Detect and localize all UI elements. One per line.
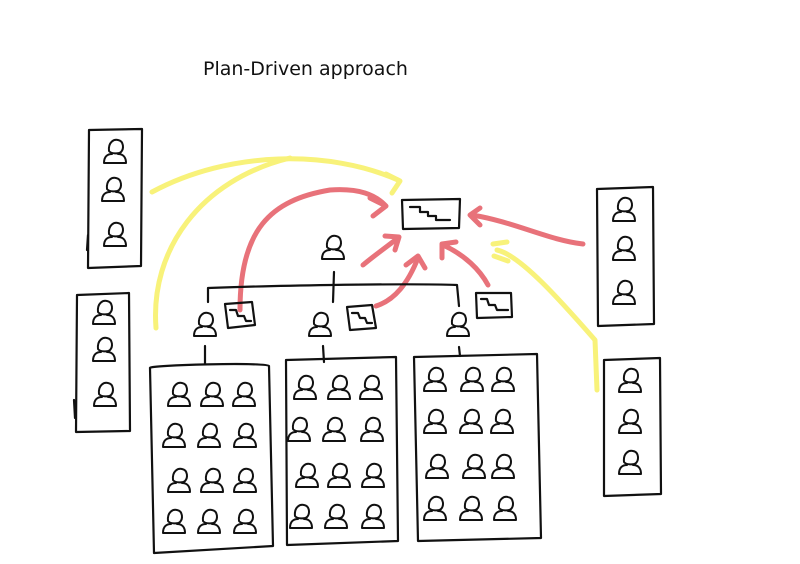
person-icon	[233, 422, 257, 448]
yellow-arrow	[494, 247, 600, 393]
red-arrow	[237, 187, 388, 313]
person-icon	[327, 374, 351, 400]
person-icon	[92, 299, 116, 325]
person-icon	[618, 408, 642, 434]
person-icon	[618, 449, 642, 475]
person-icon	[162, 508, 186, 534]
plan-arrows	[237, 187, 586, 313]
red-arrow	[382, 233, 402, 253]
diagram-title: Plan-Driven approach	[203, 58, 408, 80]
red-arrow	[439, 239, 459, 261]
person-icon	[103, 221, 127, 247]
person-icon	[232, 381, 256, 407]
person-icon	[92, 336, 116, 362]
person-icon	[361, 462, 385, 488]
person-icon	[308, 311, 332, 337]
red-arrow	[440, 242, 491, 288]
org-chart-lines	[203, 270, 462, 366]
person-icon	[200, 467, 224, 493]
person-icon	[327, 462, 351, 488]
person-icon	[162, 422, 186, 448]
person-icon	[200, 381, 224, 407]
person-icon	[446, 311, 470, 337]
person-icon	[462, 453, 486, 479]
plan-document-icon	[345, 303, 378, 332]
red-arrow	[360, 235, 401, 268]
person-icon	[287, 416, 311, 442]
person-icon	[233, 467, 257, 493]
person-icon	[459, 408, 483, 434]
person-icon	[423, 366, 447, 392]
people-layer	[92, 138, 642, 534]
person-icon	[321, 234, 345, 260]
yellow-arrow	[383, 171, 403, 196]
red-arrow	[469, 212, 586, 247]
plan-document-icon	[474, 291, 514, 320]
person-icon	[423, 495, 447, 521]
yellow-arrow	[153, 155, 293, 331]
person-icon	[423, 408, 447, 434]
plan-document-icon	[400, 197, 462, 231]
red-arrow	[403, 253, 428, 271]
person-icon	[167, 381, 191, 407]
person-icon	[322, 416, 346, 442]
person-icon	[101, 176, 125, 202]
person-icon	[103, 138, 127, 164]
person-icon	[618, 367, 642, 393]
person-icon	[360, 416, 384, 442]
person-icon	[289, 503, 313, 529]
person-icon	[361, 503, 385, 529]
person-icon	[167, 467, 191, 493]
stakeholder-group-right-top	[595, 185, 656, 328]
person-icon	[193, 311, 217, 337]
yellow-arrow	[491, 253, 511, 264]
team-box-right	[412, 352, 543, 543]
person-icon	[490, 408, 514, 434]
person-icon	[460, 366, 484, 392]
person-icon	[425, 453, 449, 479]
team-box-middle	[284, 355, 400, 547]
person-icon	[197, 422, 221, 448]
person-icon	[233, 508, 257, 534]
stakeholder-group-right-bottom	[602, 356, 663, 498]
red-arrow	[367, 195, 389, 219]
yellow-arrow	[490, 239, 510, 247]
person-icon	[359, 374, 383, 400]
person-icon	[491, 453, 515, 479]
person-icon	[93, 381, 117, 407]
person-icon	[459, 495, 483, 521]
plan-document-icon	[223, 300, 257, 330]
stakeholder-group-left-top	[85, 127, 144, 270]
person-icon	[612, 279, 636, 305]
person-icon	[295, 462, 319, 488]
red-arrow	[373, 255, 421, 309]
person-icon	[493, 495, 517, 521]
stakeholder-group-left-bottom	[72, 291, 132, 434]
person-icon	[324, 503, 348, 529]
stakeholder-arrows	[149, 155, 600, 393]
person-icon	[293, 374, 317, 400]
team-box-left	[148, 362, 275, 555]
person-icon	[612, 235, 636, 261]
person-icon	[197, 508, 221, 534]
person-icon	[612, 196, 636, 222]
red-arrow	[467, 205, 483, 228]
person-icon	[491, 366, 515, 392]
